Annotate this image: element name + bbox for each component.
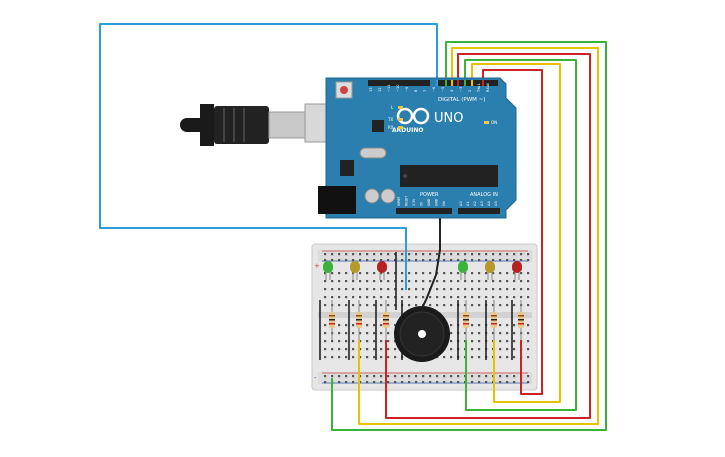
digital-pin-labels: 13 12 ~11 ~10 ~9 8 7 ~6 ~5 4 ~3 2 TX▸1 RX◂0 bbox=[369, 82, 490, 93]
usb-cable bbox=[180, 103, 328, 146]
reset-button-cap[interactable] bbox=[340, 86, 348, 94]
green-led[interactable] bbox=[458, 261, 468, 280]
analog-pin-label: A0 bbox=[459, 201, 463, 206]
resistor[interactable] bbox=[356, 300, 362, 340]
microcontroller-chip bbox=[400, 165, 498, 187]
wire-header-ends bbox=[436, 80, 484, 86]
led-on-label: ON bbox=[491, 120, 497, 125]
wire-yellow-inner bbox=[471, 63, 561, 403]
led-on-icon bbox=[484, 121, 489, 124]
header-digital-low bbox=[436, 80, 498, 86]
onboard-leds: L TX RX ON bbox=[387, 105, 497, 130]
digital-pin-label: ~11 bbox=[387, 84, 391, 92]
digital-pin-label: 2 bbox=[468, 90, 472, 92]
led-rx-label: RX bbox=[388, 125, 394, 130]
red-led[interactable] bbox=[512, 261, 522, 280]
yellow-led[interactable] bbox=[350, 261, 360, 280]
digital-pin-label: 4 bbox=[450, 89, 454, 92]
digital-pin-label: 12 bbox=[378, 87, 382, 92]
capacitor-1 bbox=[364, 188, 380, 204]
red-led[interactable] bbox=[377, 261, 387, 280]
resistor[interactable] bbox=[463, 300, 469, 340]
led-rx-icon bbox=[398, 126, 403, 129]
digital-pin-label: TX▸1 bbox=[477, 83, 481, 93]
power-pin-label: RESET bbox=[405, 196, 409, 206]
led-tx-icon bbox=[398, 118, 403, 121]
led-tx-label: TX bbox=[387, 117, 393, 122]
rail-minus-label: - bbox=[314, 374, 317, 382]
board-name: UNO bbox=[434, 111, 463, 126]
digital-pin-label: 13 bbox=[369, 87, 373, 92]
breadboard-components bbox=[319, 252, 524, 360]
power-pin-label: Vin bbox=[442, 201, 446, 206]
resistor[interactable] bbox=[491, 300, 497, 340]
led-l-icon bbox=[398, 106, 403, 109]
digital-pin-label: ~6 bbox=[432, 86, 436, 92]
digital-pin-label: ~9 bbox=[405, 86, 409, 92]
usb-chip bbox=[372, 120, 384, 132]
piezo-buzzer[interactable] bbox=[394, 306, 450, 362]
rail-plus-label: + bbox=[314, 262, 320, 270]
brand-text: ARDUINO bbox=[392, 127, 423, 134]
power-pin-label: GND bbox=[427, 198, 431, 206]
wires bbox=[99, 23, 607, 431]
voltage-regulator bbox=[340, 160, 354, 176]
digital-label: DIGITAL (PWM ~) bbox=[438, 97, 485, 103]
resistor[interactable] bbox=[518, 300, 524, 340]
header-power bbox=[396, 208, 452, 214]
green-led[interactable] bbox=[323, 261, 333, 280]
buzzer-wire-end bbox=[421, 299, 427, 309]
led-l-label: L bbox=[391, 105, 394, 110]
power-pin-label: GND bbox=[435, 198, 439, 206]
yellow-led[interactable] bbox=[485, 261, 495, 280]
wire-green-inner bbox=[464, 59, 577, 411]
resistor[interactable] bbox=[383, 300, 389, 340]
wire-red-outer bbox=[385, 53, 591, 419]
capacitor-2 bbox=[380, 188, 396, 204]
power-pin-label: 3.3V bbox=[412, 198, 416, 206]
arduino-logo: ARDUINO bbox=[392, 107, 430, 134]
header-analog bbox=[458, 208, 500, 214]
wire-yellow-outer bbox=[358, 47, 599, 425]
power-label: POWER bbox=[420, 192, 439, 198]
wire-green-outer bbox=[331, 41, 607, 431]
analog-pin-label: A1 bbox=[466, 201, 470, 206]
digital-pin-label: ~3 bbox=[459, 87, 463, 92]
header-digital-high bbox=[368, 80, 430, 86]
analog-label: ANALOG IN bbox=[470, 192, 498, 198]
digital-pin-label: 8 bbox=[414, 89, 418, 92]
wire-black-buzzer bbox=[425, 210, 441, 301]
digital-pin-label: ~5 bbox=[441, 87, 445, 92]
analog-pin-label: A2 bbox=[473, 201, 477, 206]
wire-blue-gnd bbox=[99, 23, 438, 290]
digital-pin-label: RX◂0 bbox=[486, 82, 490, 92]
resistor[interactable] bbox=[329, 300, 335, 340]
wire-red-inner bbox=[482, 69, 543, 395]
power-jack bbox=[318, 186, 356, 214]
digital-pin-label: ~10 bbox=[396, 84, 400, 92]
analog-pin-label: A5 bbox=[494, 201, 498, 206]
power-pin-label: 5V bbox=[420, 201, 424, 206]
analog-pin-label: A3 bbox=[480, 201, 484, 206]
crystal bbox=[359, 147, 387, 159]
digital-pin-label: 7 bbox=[423, 90, 427, 92]
power-pin-label: IOREF bbox=[397, 196, 401, 206]
analog-pin-label: A4 bbox=[487, 201, 491, 206]
